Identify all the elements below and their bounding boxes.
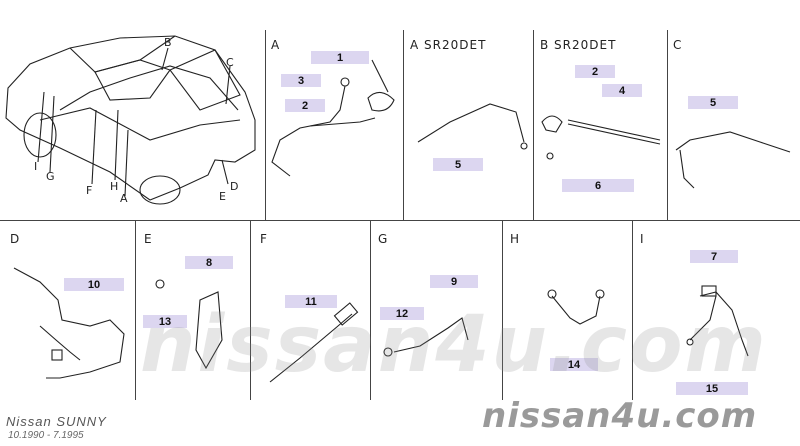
section-label-d: D — [10, 232, 21, 246]
car-leader — [37, 91, 45, 163]
car-leader — [91, 109, 97, 185]
car-outline — [5, 35, 256, 201]
part-end-14a — [547, 289, 557, 299]
section-label-f: F — [260, 232, 268, 246]
part-plug-11 — [333, 302, 359, 326]
part-tag-1[interactable]: 1 — [311, 51, 369, 64]
part-bolt-13 — [155, 279, 165, 289]
part-cable-15 — [689, 295, 717, 341]
part-tag-2b[interactable]: 2 — [575, 65, 615, 78]
part-cable-14 — [551, 295, 601, 325]
part-end-14b — [595, 289, 605, 299]
part-tag-10[interactable]: 10 — [64, 278, 124, 291]
part-connector-10 — [51, 349, 63, 361]
car-callout-a: A — [120, 192, 128, 205]
part-tag-11[interactable]: 11 — [285, 295, 337, 308]
part-cable-end — [520, 142, 528, 150]
part-bracket-8 — [195, 291, 223, 370]
part-antenna-bracket — [309, 117, 376, 127]
part-tag-13[interactable]: 13 — [143, 315, 187, 328]
part-connector-7 — [701, 285, 717, 297]
car-callout-e: E — [219, 190, 226, 203]
model-range: 10.1990 - 7.1995 — [8, 430, 84, 441]
part-antenna-base-b — [541, 115, 563, 133]
watermark-site: nissan4u.com — [482, 396, 758, 436]
section-label-h: H — [510, 232, 521, 246]
model-title: Nissan SUNNY — [6, 414, 107, 429]
car-leader — [124, 129, 129, 197]
part-tag-8[interactable]: 8 — [185, 256, 233, 269]
part-rod-4 — [567, 119, 661, 141]
part-cable-5c-tail — [679, 149, 695, 189]
part-tag-7[interactable]: 7 — [690, 250, 738, 263]
part-cable-7 — [699, 291, 749, 357]
part-antenna-bolt — [340, 77, 350, 87]
part-tag-2a[interactable]: 2 — [285, 99, 325, 112]
section-label-a-sr20det: A SR20DET — [410, 38, 487, 52]
section-label-i: I — [640, 232, 645, 246]
car-leader — [49, 95, 55, 173]
part-bolt-12 — [383, 347, 393, 357]
part-tag-6[interactable]: 6 — [562, 179, 634, 192]
car-side-line — [39, 107, 241, 141]
car-callout-f: F — [86, 184, 93, 197]
car-callout-d: D — [230, 180, 239, 193]
col-divider — [265, 30, 266, 220]
section-label-e: E — [144, 232, 153, 246]
car-callout-g: G — [46, 170, 55, 183]
col-divider — [370, 220, 371, 400]
car-leader — [225, 65, 231, 105]
row-divider — [0, 220, 800, 221]
part-harness-10 — [13, 267, 125, 379]
part-washer-b — [546, 152, 554, 160]
part-antenna-cap — [367, 91, 395, 112]
part-cable-5c — [675, 131, 791, 153]
part-cable-5a — [417, 103, 525, 143]
part-tag-15[interactable]: 15 — [676, 382, 748, 395]
car-leader — [161, 47, 169, 71]
part-bolt-i — [686, 338, 694, 346]
car-window — [94, 59, 171, 101]
section-label-g: G — [378, 232, 389, 246]
car-front-wheel — [23, 112, 57, 158]
part-cable-11 — [269, 313, 353, 383]
car-leader — [114, 109, 119, 181]
car-callout-h: H — [110, 180, 119, 193]
part-harness-10b — [39, 325, 81, 361]
col-divider — [250, 220, 251, 400]
col-divider — [667, 30, 668, 220]
car-callout-b: B — [164, 36, 172, 49]
part-antenna-mast — [371, 59, 389, 93]
car-callout-i: I — [34, 160, 38, 173]
part-cable-9 — [393, 317, 469, 353]
col-divider — [632, 220, 633, 400]
part-tag-5a[interactable]: 5 — [433, 158, 483, 171]
col-divider — [135, 220, 136, 400]
part-rod-4b — [567, 123, 661, 145]
col-divider — [502, 220, 503, 400]
car-rear-window — [169, 49, 241, 111]
part-tag-4[interactable]: 4 — [602, 84, 642, 97]
car-rear-wheel — [139, 175, 181, 205]
part-tag-12[interactable]: 12 — [380, 307, 424, 320]
car-callout-c: C — [226, 56, 234, 69]
section-label-a: A — [271, 38, 281, 52]
col-divider — [403, 30, 404, 220]
car-antenna-harness — [59, 65, 239, 111]
part-tag-5c[interactable]: 5 — [688, 96, 738, 109]
part-antenna-cable — [271, 85, 346, 177]
part-tag-14[interactable]: 14 — [550, 358, 598, 371]
section-label-b-sr20det: B SR20DET — [540, 38, 617, 52]
section-label-c: C — [673, 38, 683, 52]
part-tag-3[interactable]: 3 — [281, 74, 321, 87]
part-tag-9[interactable]: 9 — [430, 275, 478, 288]
car-leader — [221, 159, 229, 185]
col-divider — [533, 30, 534, 220]
